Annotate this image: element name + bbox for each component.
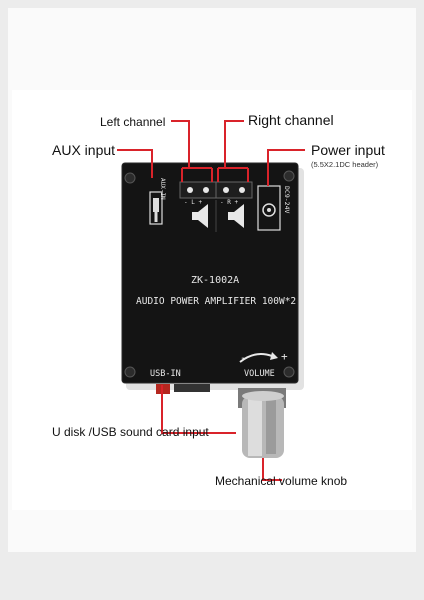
board-description-label: AUDIO POWER AMPLIFIER 100W*2 bbox=[136, 296, 297, 307]
volume-label: VOLUME bbox=[244, 369, 275, 379]
left-speaker-icon bbox=[192, 204, 208, 228]
usb-input-label: U disk /USB sound card input bbox=[52, 425, 209, 439]
right-terminal-label: - R + bbox=[220, 199, 239, 206]
volume-knob bbox=[238, 388, 286, 458]
screw-bottom-right bbox=[283, 366, 295, 378]
screw-bottom-left bbox=[124, 366, 136, 378]
amplifier-board bbox=[121, 162, 299, 384]
callout-lines bbox=[117, 120, 305, 481]
left-terminal-label: - L + bbox=[184, 199, 203, 206]
aux-input-label: AUX input bbox=[52, 142, 116, 158]
screw-top-right bbox=[283, 170, 295, 182]
volume-minus-label: - bbox=[240, 353, 247, 364]
power-input-label: Power input bbox=[311, 142, 385, 158]
volume-knob-label: Mechanical volume knob bbox=[215, 474, 348, 488]
screw-top-left bbox=[124, 172, 136, 184]
usb-in-label: USB-IN bbox=[150, 369, 181, 379]
right-speaker-icon bbox=[228, 204, 244, 228]
left-terminal-block bbox=[179, 181, 217, 199]
right-channel-label: Right channel bbox=[248, 112, 334, 128]
left-channel-label: Left channel bbox=[100, 115, 166, 129]
power-voltage-label: DC9-24V bbox=[283, 186, 291, 214]
volume-plus-label: + bbox=[281, 350, 288, 363]
aux-in-label: AUX-IN bbox=[159, 178, 166, 200]
right-terminal-block bbox=[215, 181, 253, 199]
power-input-detail-label: (5.5X2.1DC header) bbox=[311, 160, 379, 169]
volume-arc-icon bbox=[239, 353, 273, 363]
aux-jack-icon bbox=[149, 191, 163, 225]
board-model-label: ZK-1002A bbox=[191, 275, 240, 286]
